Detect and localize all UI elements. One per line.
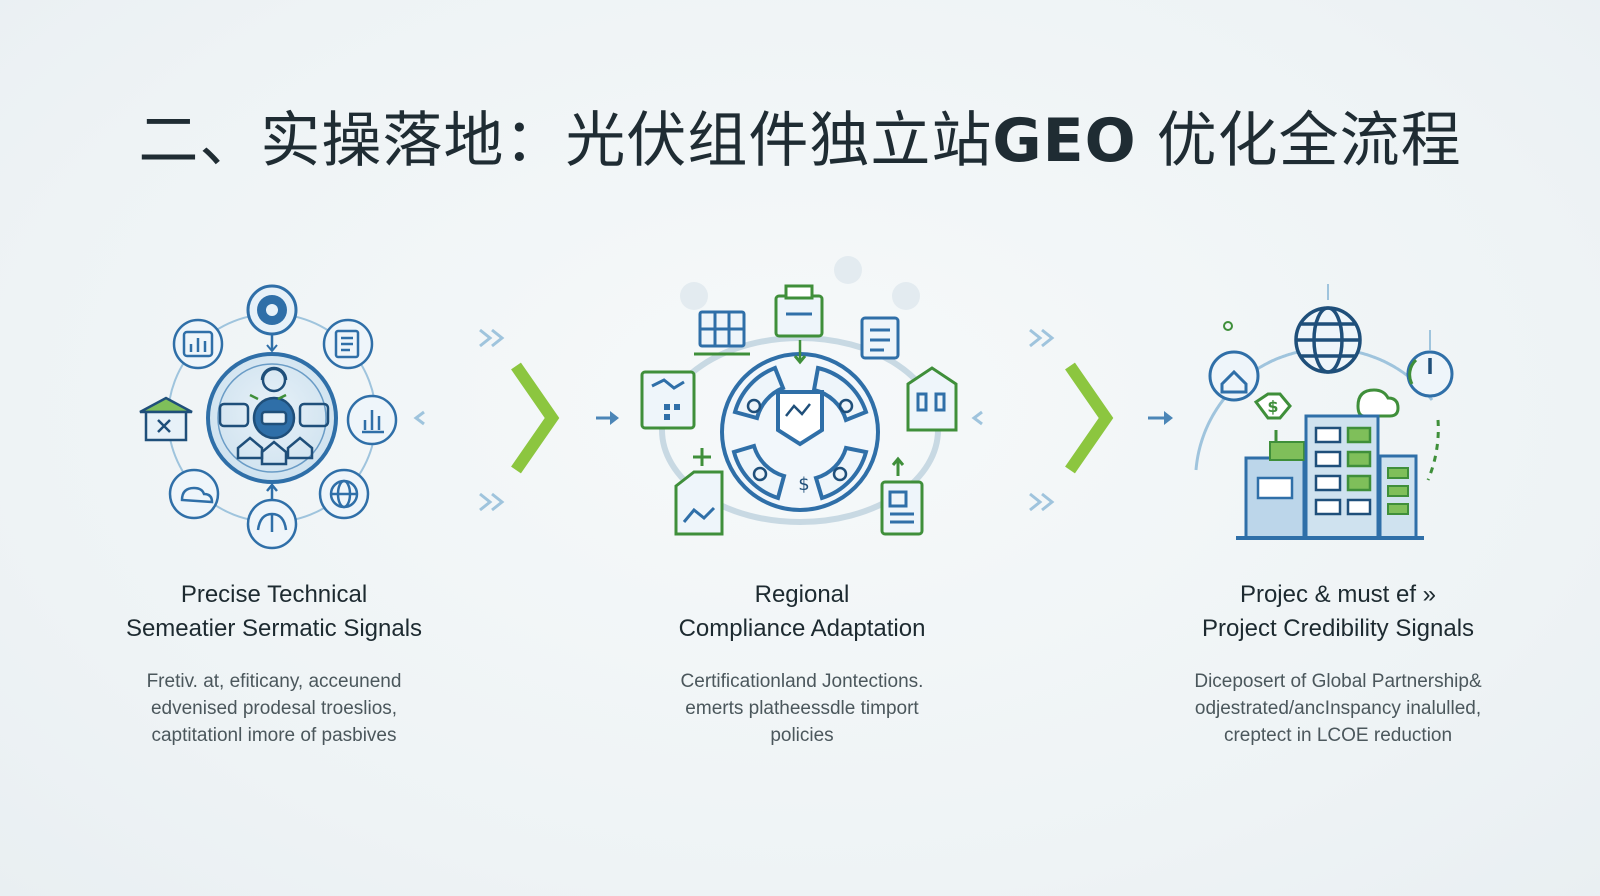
step1-core-inner <box>217 363 327 473</box>
step2-heading-line1: Regional <box>754 581 850 608</box>
cloud-icon <box>168 468 220 520</box>
chart-icon <box>172 318 224 370</box>
hub-icon <box>218 366 330 466</box>
document-icon <box>860 316 900 360</box>
step2-heading: Regional Compliance Adaptation <box>592 578 1012 646</box>
step1-caption: Precise Technical Semeatier Sermatic Sig… <box>64 578 484 749</box>
title-cn-prefix: 二、实操落地：光伏组件独立站 <box>138 106 993 176</box>
step1-desc-line3: captitationl imore of pasbives <box>151 725 397 746</box>
title-latin: GEO <box>992 106 1137 176</box>
coin-icon: $ <box>1253 392 1292 420</box>
step2-caption: Regional Compliance Adaptation Certifica… <box>592 578 1012 749</box>
grid-icon <box>246 483 298 550</box>
step1-desc-line2: edvenised prodesal troeslios, <box>150 698 398 719</box>
title-cn-suffix: 优化全流程 <box>1136 106 1462 176</box>
step1-hub-group <box>139 284 398 550</box>
house-icon <box>906 366 958 432</box>
report-icon <box>674 448 724 536</box>
step2-desc-line2: emerts platheessdle timport <box>685 698 919 719</box>
ring-symbols: $ <box>746 398 854 495</box>
globe-icon <box>1294 284 1362 374</box>
step3-desc-line1: Diceposert of Global Partnership& <box>1194 671 1482 692</box>
step1-description: Fretiv. at, efiticany, acceunend edvenis… <box>64 668 484 749</box>
step2-desc-line1: Certificationland Jontections. <box>680 671 924 692</box>
step3-heading: Projec & must ef » Project Credibility S… <box>1128 578 1548 646</box>
step1-heading: Precise Technical Semeatier Sermatic Sig… <box>64 578 484 646</box>
decor-dot <box>680 282 708 310</box>
building-icon <box>1236 414 1424 540</box>
step2-description: Certificationland Jontections. emerts pl… <box>592 668 1012 749</box>
svg-text:$: $ <box>1267 397 1278 416</box>
step1-desc-line1: Fretiv. at, efiticany, acceunend <box>146 671 402 692</box>
step3-heading-line2: Project Credibility Signals <box>1201 615 1475 642</box>
shopping-icon <box>139 396 193 442</box>
map-icon <box>640 370 696 430</box>
step1-heading-line1: Precise Technical <box>180 581 368 608</box>
document-icon <box>322 318 374 370</box>
cloud-icon <box>1356 388 1400 418</box>
step3-group: $ <box>1194 284 1454 540</box>
step2-desc-line3: policies <box>770 725 834 746</box>
report-icon <box>880 456 924 536</box>
decor-dot <box>834 256 862 284</box>
decor-dot <box>892 282 920 310</box>
page-title: 二、实操落地：光伏组件独立站GEO 优化全流程 <box>0 92 1600 179</box>
gear-icon <box>246 284 298 353</box>
globe-icon <box>318 468 370 520</box>
step1-heading-line2: Semeatier Sermatic Signals <box>125 615 423 642</box>
step3-desc-line2: odjestrated/ancInspancy inalulled, <box>1194 698 1482 719</box>
printer-icon <box>774 284 824 365</box>
solar-panel-icon <box>694 310 750 356</box>
house-icon <box>1208 321 1260 402</box>
step3-desc-line3: creptect in LCOE reduction <box>1223 725 1453 746</box>
step2-group: $ <box>640 256 958 536</box>
flow-arrow-1 <box>413 328 619 512</box>
step2-heading-line2: Compliance Adaptation <box>678 615 926 642</box>
step3-description: Diceposert of Global Partnership& odjest… <box>1128 668 1548 749</box>
svg-text:$: $ <box>798 474 809 495</box>
step3-caption: Projec & must ef » Project Credibility S… <box>1128 578 1548 749</box>
chart-icon <box>346 394 398 446</box>
flow-arrow-2 <box>971 328 1173 512</box>
step3-heading-line1: Projec & must ef » <box>1239 581 1437 608</box>
gauge-icon <box>1406 330 1454 398</box>
step3-arc <box>1194 347 1434 471</box>
step3-arc-dashed <box>1426 419 1440 481</box>
